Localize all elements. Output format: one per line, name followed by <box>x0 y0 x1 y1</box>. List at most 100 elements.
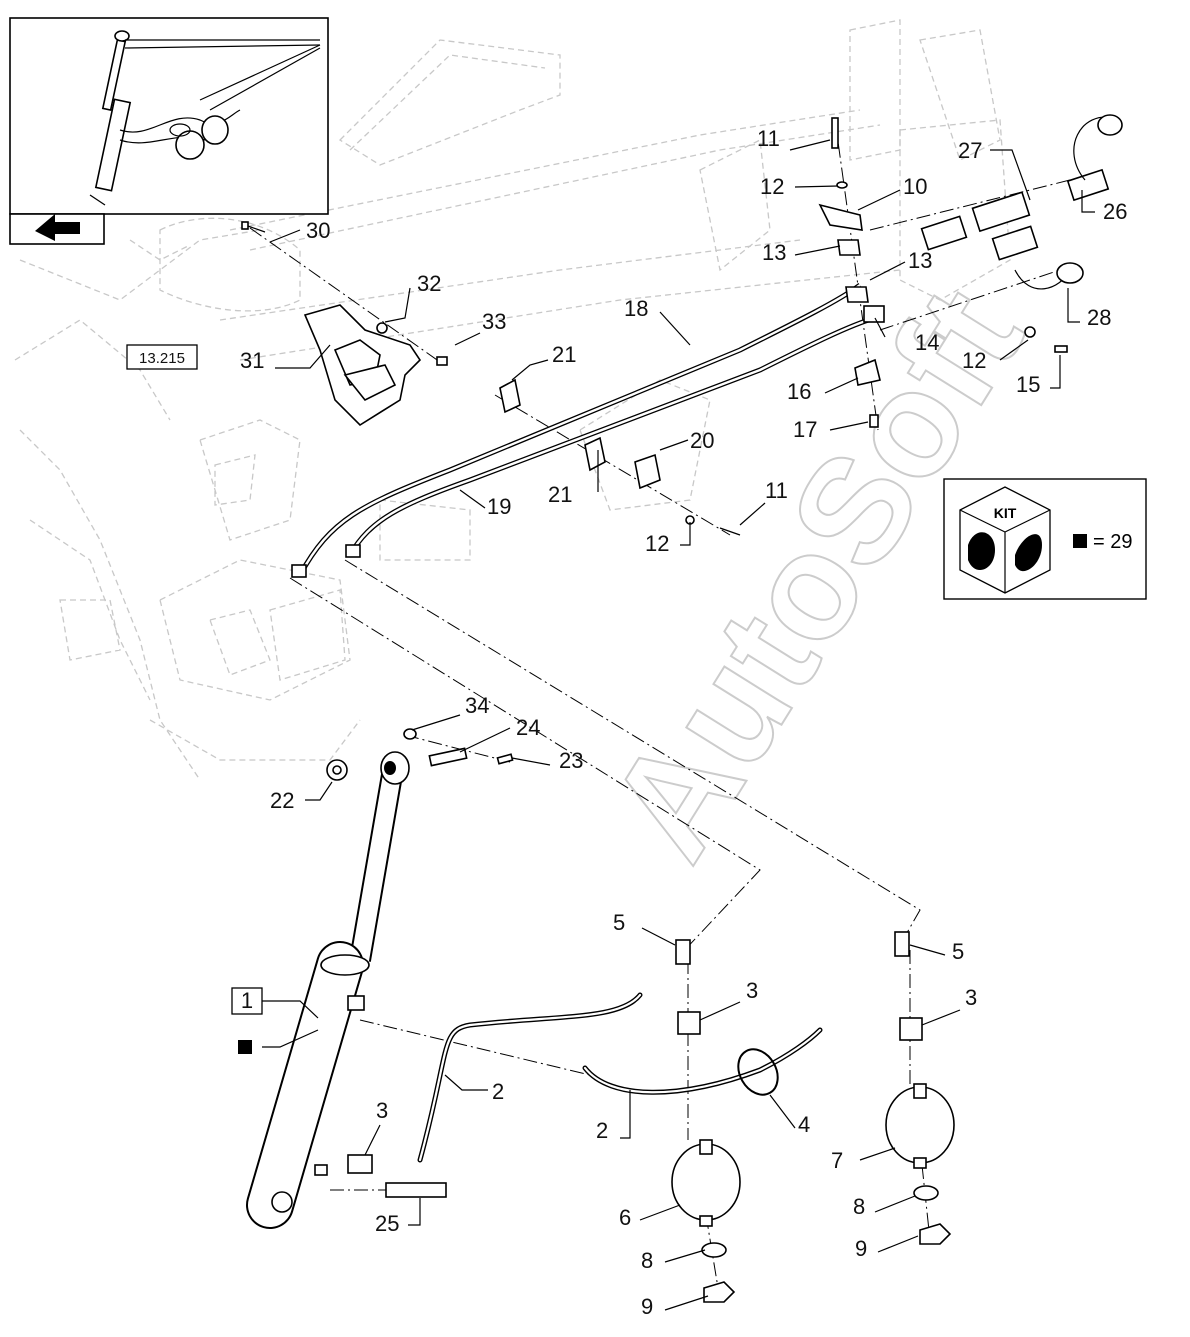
callout-21-lower: 21 <box>548 482 572 507</box>
clamp-4[interactable] <box>730 1042 785 1102</box>
screw-23[interactable] <box>496 753 514 765</box>
callout-33: 33 <box>482 309 506 334</box>
screw-15[interactable] <box>1054 345 1068 353</box>
kit-equals-text: = 29 <box>1093 531 1132 553</box>
clip-21-lower[interactable] <box>584 436 606 472</box>
coupler-27[interactable] <box>920 191 1031 251</box>
callout-23: 23 <box>559 748 583 773</box>
callout-13-left: 13 <box>762 240 786 265</box>
block-13-lower[interactable] <box>845 286 869 303</box>
reference-box[interactable]: 13.215 <box>126 344 198 370</box>
callout-18: 18 <box>624 296 648 321</box>
washer-8-right[interactable] <box>913 1185 939 1201</box>
clip-21-upper[interactable] <box>499 378 521 414</box>
inset-cylinder-drawing <box>89 30 321 206</box>
tee-5-right[interactable] <box>894 931 910 957</box>
nut-9-right[interactable] <box>919 1223 952 1245</box>
pipe-18-19[interactable] <box>291 282 876 578</box>
item-1-box[interactable]: 1 <box>231 987 263 1015</box>
screw-11-upper[interactable] <box>831 117 839 149</box>
pin-25[interactable] <box>385 1182 447 1198</box>
screw-17[interactable] <box>869 414 879 428</box>
washer-22[interactable] <box>326 759 348 781</box>
washer-32[interactable] <box>376 322 388 334</box>
tee-5-left[interactable] <box>675 939 691 965</box>
callout-15: 15 <box>1016 372 1040 397</box>
hose-2-right[interactable] <box>582 1027 823 1095</box>
kit-legend: KIT = 29 <box>943 478 1147 600</box>
clamp-10[interactable] <box>818 203 863 231</box>
tractor-frame-background <box>14 19 1011 781</box>
callout-numbers: 30 32 33 31 18 21 20 21 19 11 12 10 13 1… <box>240 126 1127 1319</box>
ring-34[interactable] <box>403 728 417 740</box>
bracket-31[interactable] <box>303 304 422 427</box>
callout-10: 10 <box>903 174 927 199</box>
callout-4: 4 <box>798 1112 810 1137</box>
callout-12-upper: 12 <box>760 174 784 199</box>
callout-22: 22 <box>270 788 294 813</box>
callout-5-left: 5 <box>613 910 625 935</box>
fitting-3-right[interactable] <box>899 1017 923 1041</box>
callout-16: 16 <box>787 379 811 404</box>
pin-24[interactable] <box>428 747 468 767</box>
fitting-3-left[interactable] <box>677 1011 701 1035</box>
callout-32: 32 <box>417 271 441 296</box>
fitting-3-cylinder[interactable] <box>347 1154 373 1174</box>
screw-11-lower[interactable] <box>719 527 741 536</box>
item-1-label: 1 <box>241 988 253 1013</box>
callout-11-lower: 11 <box>765 478 788 503</box>
callout-21-upper: 21 <box>552 342 576 367</box>
callout-30: 30 <box>306 218 330 243</box>
callout-8-left: 8 <box>641 1248 653 1273</box>
screw-30[interactable] <box>241 221 266 233</box>
bracket-16[interactable] <box>854 358 881 386</box>
bracket-20[interactable] <box>634 453 661 490</box>
callout-8-right: 8 <box>853 1194 865 1219</box>
back-arrow-icon[interactable] <box>35 214 80 241</box>
nut-9-left[interactable] <box>703 1281 736 1303</box>
kit-marker-square-cylinder <box>238 1040 252 1054</box>
callout-28: 28 <box>1087 305 1111 330</box>
callout-26: 26 <box>1103 199 1127 224</box>
callout-27: 27 <box>958 138 982 163</box>
callout-12-right: 12 <box>962 348 986 373</box>
kit-title: KIT <box>994 505 1017 521</box>
callout-31: 31 <box>240 348 264 373</box>
coupler-26[interactable] <box>1066 114 1123 202</box>
callout-17: 17 <box>793 417 817 442</box>
nut-33[interactable] <box>436 356 448 366</box>
callout-3-right: 3 <box>965 985 977 1010</box>
callout-3-left: 3 <box>746 978 758 1003</box>
accumulator-6[interactable] <box>671 1139 741 1227</box>
washer-12-right[interactable] <box>1024 326 1036 338</box>
washer-12-upper[interactable] <box>836 181 848 189</box>
kit-marker-square <box>1073 534 1087 548</box>
accumulator-7[interactable] <box>885 1083 955 1169</box>
callout-7: 7 <box>831 1148 843 1173</box>
callout-20: 20 <box>690 428 714 453</box>
callout-5-right: 5 <box>952 939 964 964</box>
callout-19: 19 <box>487 494 511 519</box>
block-13-upper[interactable] <box>837 239 861 256</box>
callout-34: 34 <box>465 693 489 718</box>
fitting-14[interactable] <box>863 305 885 323</box>
new-holland-logo-icon <box>968 532 1042 572</box>
coupler-28[interactable] <box>991 225 1084 290</box>
reference-number: 13.215 <box>139 350 185 367</box>
callout-12-lower: 12 <box>645 531 669 556</box>
callout-13-right: 13 <box>908 248 932 273</box>
callout-14: 14 <box>915 330 939 355</box>
callout-9-left: 9 <box>641 1294 653 1319</box>
callout-leaders <box>262 139 1095 1311</box>
callout-2-right: 2 <box>596 1118 608 1143</box>
overview-inset <box>9 17 329 245</box>
callout-24: 24 <box>516 715 540 740</box>
callout-3-cylinder: 3 <box>376 1098 388 1123</box>
hydraulic-cylinder-1[interactable] <box>246 751 410 1229</box>
washer-8-left[interactable] <box>701 1242 727 1258</box>
callout-2-left: 2 <box>492 1079 504 1104</box>
callout-6: 6 <box>619 1205 631 1230</box>
hose-2-left[interactable] <box>417 992 643 1163</box>
callout-25: 25 <box>375 1211 399 1236</box>
